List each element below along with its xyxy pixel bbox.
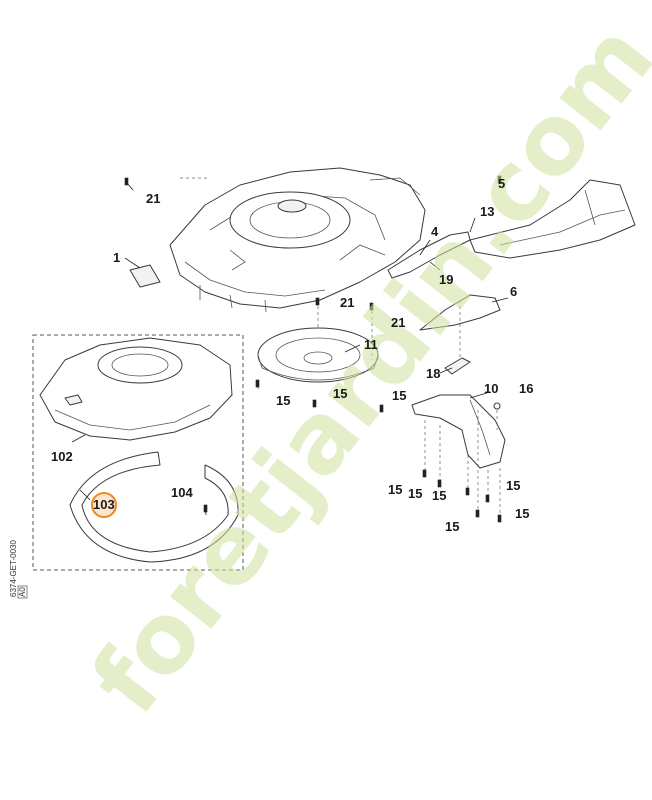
part-10-housing (411, 394, 506, 469)
callout-4: 4 (431, 224, 439, 239)
drawing-code: 6374-GET-0030 (9, 540, 18, 597)
part-11-bowl (257, 327, 379, 383)
part-16-washer (493, 402, 501, 410)
callout-15: 15 (276, 393, 290, 408)
deck-housing (169, 167, 426, 313)
callout-15: 15 (432, 488, 446, 503)
part-13-chute (469, 179, 636, 259)
revision-box: A0 (17, 585, 28, 599)
part-4-19-strip (387, 231, 471, 279)
callout-21: 21 (391, 315, 405, 330)
callout-15: 15 (392, 388, 406, 403)
callout-11: 11 (364, 337, 378, 352)
callout-15: 15 (408, 486, 422, 501)
screws (124, 175, 502, 523)
callout-102: 102 (51, 449, 73, 464)
callout-104: 104 (171, 485, 193, 500)
callout-10: 10 (484, 381, 498, 396)
callout-13: 13 (480, 204, 494, 219)
callout-15: 15 (506, 478, 520, 493)
callout-18: 18 (426, 366, 440, 381)
callout-15: 15 (333, 386, 347, 401)
part-1-plate (129, 264, 161, 288)
callout-labels: 21 5 13 4 1 19 6 21 21 11 18 15 15 15 10… (51, 176, 533, 534)
inset-box (32, 334, 244, 571)
callout-1: 1 (113, 250, 120, 265)
callout-5: 5 (498, 176, 505, 191)
inset-ring-103 (69, 451, 239, 563)
drawing-revision: A0 (18, 587, 27, 597)
highlight-circle-103 (91, 492, 117, 518)
part-18-bracket (444, 357, 471, 375)
callout-15: 15 (388, 482, 402, 497)
callout-15: 15 (515, 506, 529, 521)
callout-21: 21 (146, 191, 160, 206)
callout-21: 21 (340, 295, 354, 310)
callout-103: 103 (93, 497, 115, 512)
callout-19: 19 (439, 272, 453, 287)
inset-deck-102 (39, 337, 233, 441)
callout-16: 16 (519, 381, 533, 396)
callout-15: 15 (445, 519, 459, 534)
callout-6: 6 (510, 284, 517, 299)
